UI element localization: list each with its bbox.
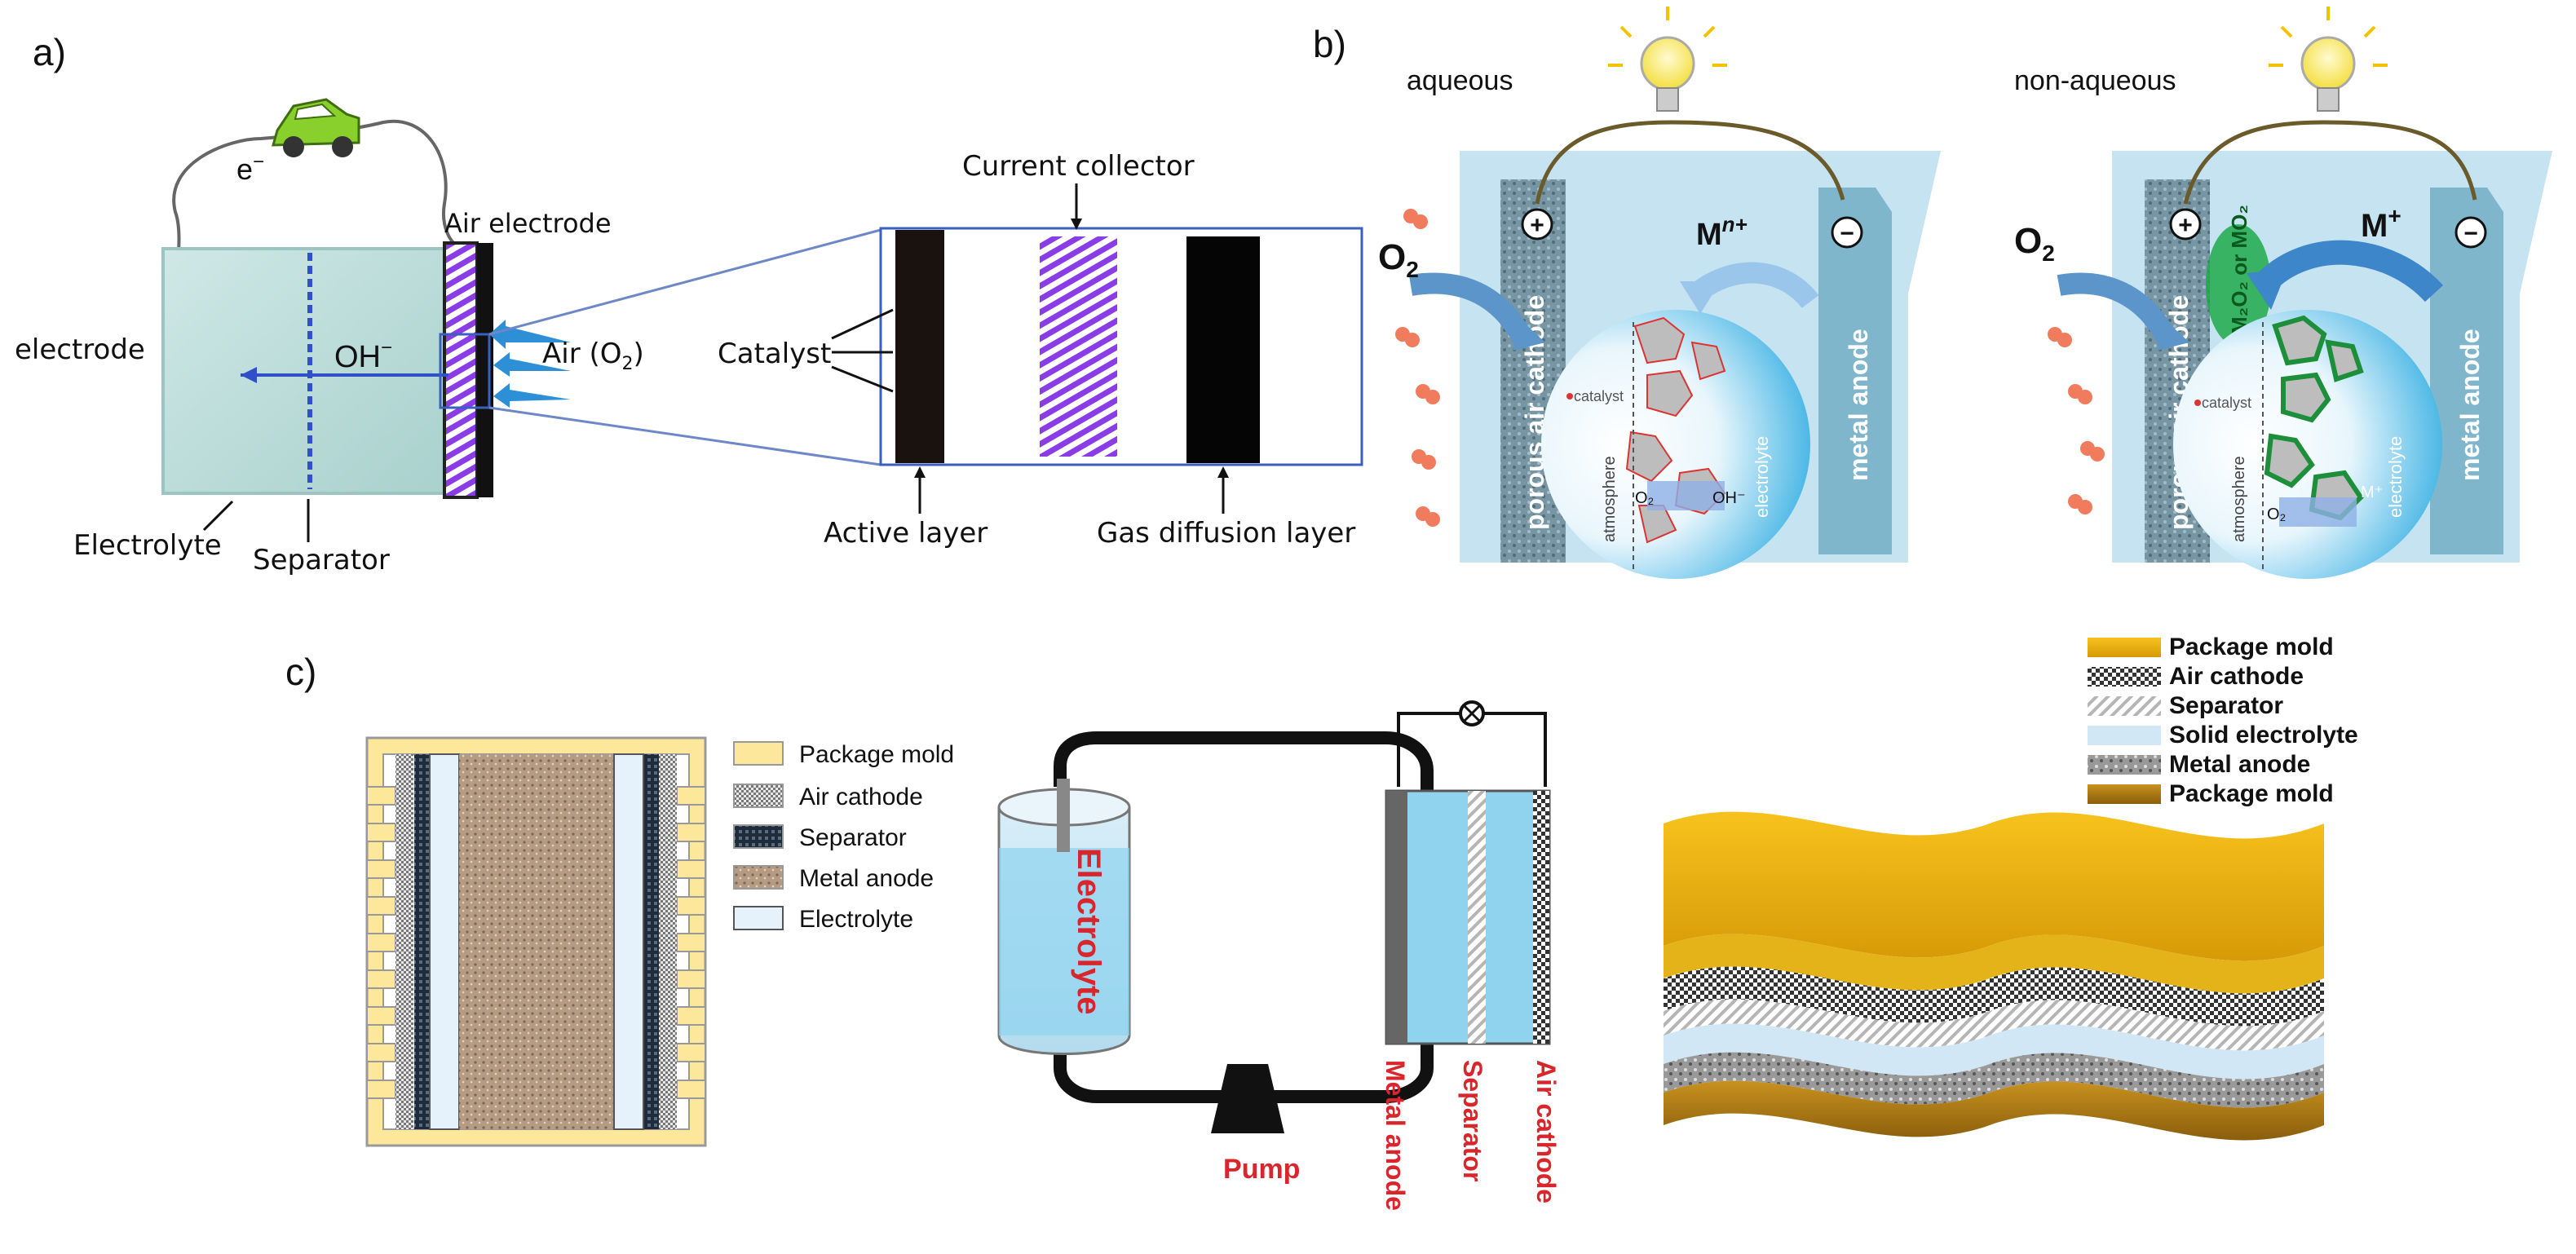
nonaqueous-catalyst: catalyst xyxy=(2202,395,2251,411)
aqueous-plus-sign: + xyxy=(1530,212,1544,239)
nonaqueous-plus-sign: + xyxy=(2178,212,2193,239)
nonaqueous-wire xyxy=(2183,120,2477,205)
flow-cell: Electrolyte Pump Metal anode Separator A… xyxy=(997,700,1561,1211)
panel-c-tag: c) xyxy=(285,651,316,693)
legend-right-item-0: Package mold xyxy=(2169,634,2334,660)
car-icon xyxy=(272,98,360,157)
legend-right-item-4: Metal anode xyxy=(2169,751,2310,778)
aqueous-minus-sign: − xyxy=(1840,220,1854,247)
legend-left: Package mold Air cathode Separator Metal… xyxy=(733,741,954,933)
catalyst-arrows xyxy=(831,308,894,393)
flow-air-cathode xyxy=(1533,791,1549,1044)
panel-c: c) xyxy=(285,634,2358,1211)
nonaqueous-ion-label: M+ xyxy=(2361,203,2401,244)
current-collector-label: Current collector xyxy=(962,150,1195,183)
nonaqueous-bulb-icon xyxy=(2300,36,2356,91)
air-o2-label: Air (O2) xyxy=(542,338,644,374)
aqueous-title: aqueous xyxy=(1407,65,1513,96)
legend-left-item-2: Separator xyxy=(799,824,907,851)
flow-separator xyxy=(1468,791,1486,1044)
aqueous-cell: aqueous porous air cathode metal anode a… xyxy=(1378,7,1941,579)
nonaqueous-minus-terminal xyxy=(2454,216,2487,249)
nonaqueous-plus-terminal xyxy=(2169,208,2202,241)
gas-diffusion-strip xyxy=(1186,236,1260,463)
panel-b: b) aqueous porous air cathode metal anod… xyxy=(1313,7,2552,579)
panel-a-tag: a) xyxy=(33,31,66,73)
legend-left-item-3: Metal anode xyxy=(799,865,934,892)
nonaqueous-anode-label: metal anode xyxy=(2455,329,2485,481)
nonaqueous-o2-molecules xyxy=(2048,327,2105,514)
legend-right-item-5: Package mold xyxy=(2169,780,2334,807)
active-layer-strip xyxy=(895,230,944,463)
legend-right-item-3: Solid electrolyte xyxy=(2169,722,2358,748)
nonaqueous-particles xyxy=(2264,315,2364,521)
pump-label: Pump xyxy=(1223,1154,1300,1185)
flow-electrolyte-label: Electrolyte xyxy=(1071,848,1107,1015)
zoom-box xyxy=(439,333,491,409)
legend-left-item-0: Package mold xyxy=(799,741,954,768)
aqueous-anode-label: metal anode xyxy=(1844,329,1873,481)
active-layer-label: Active layer xyxy=(824,517,988,550)
aqueous-wire xyxy=(1535,120,1845,205)
aqueous-anode xyxy=(1818,188,1892,554)
nonaqueous-minus-sign: − xyxy=(2463,220,2478,247)
aqueous-o2-arrow xyxy=(1408,272,1535,348)
aqueous-ion-label: Mn+ xyxy=(1696,212,1748,252)
nonaqueous-title: non-aqueous xyxy=(2014,65,2176,96)
electrolyte-label: Electrolyte xyxy=(73,529,222,562)
aqueous-catalyst: catalyst xyxy=(1574,388,1624,404)
nonaqueous-ion-arrow xyxy=(2253,240,2444,302)
nonaqueous-o2-small: O₂ xyxy=(2267,506,2286,523)
tubular-cell xyxy=(365,736,707,1147)
flow-metal-anode-label: Metal anode xyxy=(1381,1060,1410,1211)
flow-separator-label: Separator xyxy=(1458,1060,1487,1181)
air-arrows xyxy=(489,320,571,408)
aqueous-o2-molecules xyxy=(1395,209,1440,527)
nonaqueous-anode xyxy=(2430,188,2503,554)
flow-air-cathode-label: Air cathode xyxy=(1531,1060,1561,1203)
electrolyte-block xyxy=(161,247,446,495)
pump-icon xyxy=(1211,1064,1284,1133)
nonaqueous-electrolyte: electrolyte xyxy=(2385,436,2406,518)
nonaqueous-cell: non-aqueous porous air cathode metal ano… xyxy=(2014,7,2552,579)
electron-label: e− xyxy=(236,151,264,186)
aqueous-electrolyte: electrolyte xyxy=(1752,436,1772,518)
nonaqueous-product: M₂O₂ or MO₂ xyxy=(2227,205,2251,334)
hydroxide-label: OH− xyxy=(334,337,392,374)
flow-metal-anode xyxy=(1386,791,1407,1044)
aqueous-plus-terminal xyxy=(1521,208,1553,241)
aqueous-bulb-icon xyxy=(1640,36,1695,91)
aqueous-atmosphere: atmosphere xyxy=(1601,456,1619,542)
catalyst-label: Catalyst xyxy=(718,338,831,370)
legend-left-item-1: Air cathode xyxy=(799,784,923,810)
air-electrode-label: Air electrode xyxy=(444,208,612,239)
legend-right-item-2: Separator xyxy=(2169,692,2283,719)
panel-a: a) e− Air electrode OH− electrode Air xyxy=(15,31,1363,576)
air-electrode-block xyxy=(443,241,479,499)
nonaqueous-m-small: M⁺ xyxy=(2361,483,2383,501)
aqueous-o2-small: O₂ xyxy=(1635,489,1654,507)
flexible-cell xyxy=(1664,811,2324,1141)
nonaqueous-atmosphere: atmosphere xyxy=(2230,456,2248,542)
gas-diffusion-label: Gas diffusion layer xyxy=(1097,517,1355,550)
zoom-detail-frame xyxy=(879,227,1363,466)
panel-b-tag: b) xyxy=(1313,23,1346,65)
current-collector-strip xyxy=(1040,236,1117,457)
nonaqueous-o2-label: O2 xyxy=(2014,221,2055,266)
legend-right: Package mold Air cathode Separator Solid… xyxy=(2088,634,2358,807)
nonaqueous-zoom-circle xyxy=(2173,310,2442,579)
aqueous-o2-label: O2 xyxy=(1378,237,1419,282)
nonaqueous-o2-arrow xyxy=(2057,272,2179,348)
aqueous-oh-small: OH⁻ xyxy=(1712,489,1746,507)
separator-label: Separator xyxy=(253,544,390,576)
legend-left-item-4: Electrolyte xyxy=(799,906,913,933)
aqueous-minus-terminal xyxy=(1831,216,1863,249)
aqueous-zoom-circle xyxy=(1541,310,1810,579)
legend-right-item-1: Air cathode xyxy=(2169,663,2304,690)
electrode-label: electrode xyxy=(15,333,145,366)
